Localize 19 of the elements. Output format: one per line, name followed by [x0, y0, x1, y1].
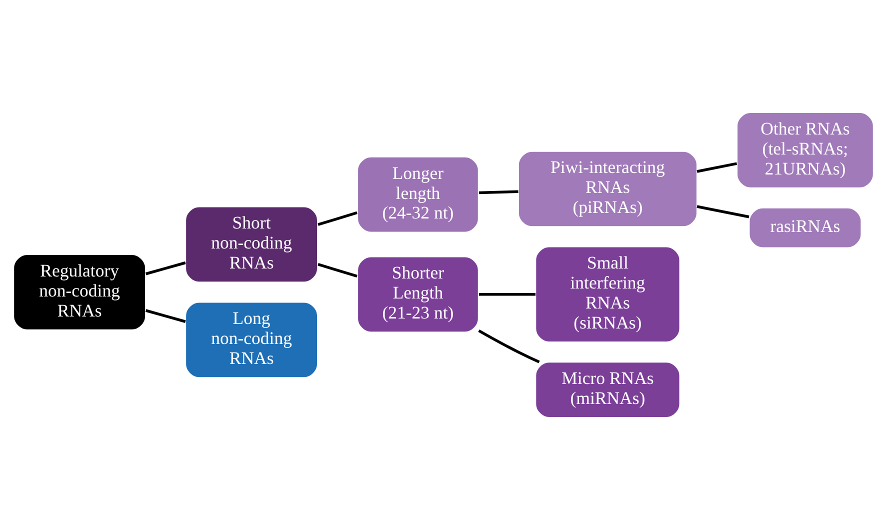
node-box: Short non-coding RNAs [184, 206, 318, 282]
node-box: Regulatory non-coding RNAs [13, 253, 146, 330]
connector [696, 204, 750, 218]
node-box: rasiRNAs [748, 206, 862, 248]
node-box: Small interfering RNAs (siRNAs) [535, 246, 680, 342]
connector [478, 190, 518, 194]
connector [478, 292, 536, 296]
connector [696, 162, 738, 172]
node-box: Other RNAs (tel-sRNAs; 21URNAs) [736, 111, 874, 188]
connector [145, 260, 186, 275]
connector [318, 210, 358, 226]
connector [145, 308, 186, 322]
node-box: Micro RNAs (miRNAs) [535, 361, 680, 418]
connector [478, 328, 540, 363]
connector [318, 262, 358, 278]
node-box: Shorter Length (21-23 nt) [356, 256, 479, 332]
node-box: Long non-coding RNAs [184, 301, 318, 378]
node-box: Longer length (24-32 nt) [356, 156, 479, 232]
node-box: Piwi-interacting RNAs (piRNAs) [518, 150, 698, 227]
